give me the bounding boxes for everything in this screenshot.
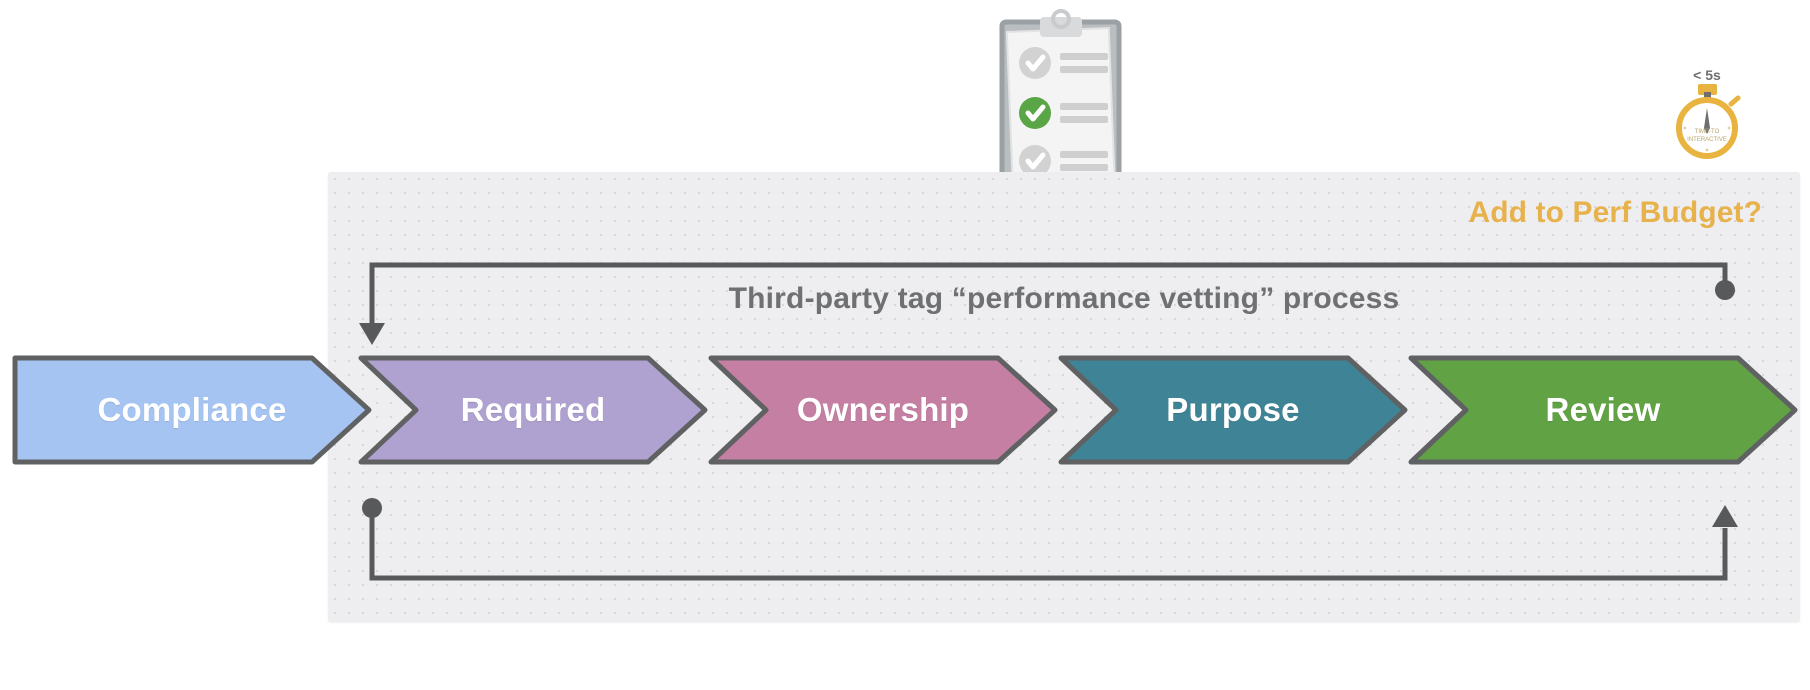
stage-label: Purpose: [1166, 391, 1300, 428]
process-title: Third-party tag “performance vetting” pr…: [728, 282, 1400, 315]
stage-label: Review: [1545, 391, 1661, 428]
stage-required[interactable]: Required: [358, 355, 708, 465]
chevron-shape: [358, 355, 708, 465]
stopwatch-face-line1: TIME-TO: [1695, 129, 1720, 135]
stopwatch-icon: < 5s TIME-TO INTERACTIVE: [1660, 60, 1755, 165]
stage-label: Compliance: [97, 391, 287, 428]
stage-label: Required: [460, 391, 606, 428]
stage-label: Ownership: [796, 391, 970, 428]
stage-compliance[interactable]: Compliance: [12, 355, 372, 465]
stage-review[interactable]: Review: [1408, 355, 1798, 465]
stage-purpose[interactable]: Purpose: [1058, 355, 1408, 465]
stopwatch-face-line2: INTERACTIVE: [1687, 137, 1727, 143]
chevron-shape: [1408, 355, 1798, 465]
chevron-shape: [708, 355, 1058, 465]
stage-ownership[interactable]: Ownership: [708, 355, 1058, 465]
chevron-shape: [1058, 355, 1408, 465]
add-to-perf-budget-label: Add to Perf Budget?: [1468, 196, 1762, 229]
stopwatch-caption: < 5s: [1693, 67, 1721, 83]
stage-chevrons: Compliance Required Ownership Purpose: [0, 355, 1810, 465]
chevron-shape: [12, 355, 372, 465]
